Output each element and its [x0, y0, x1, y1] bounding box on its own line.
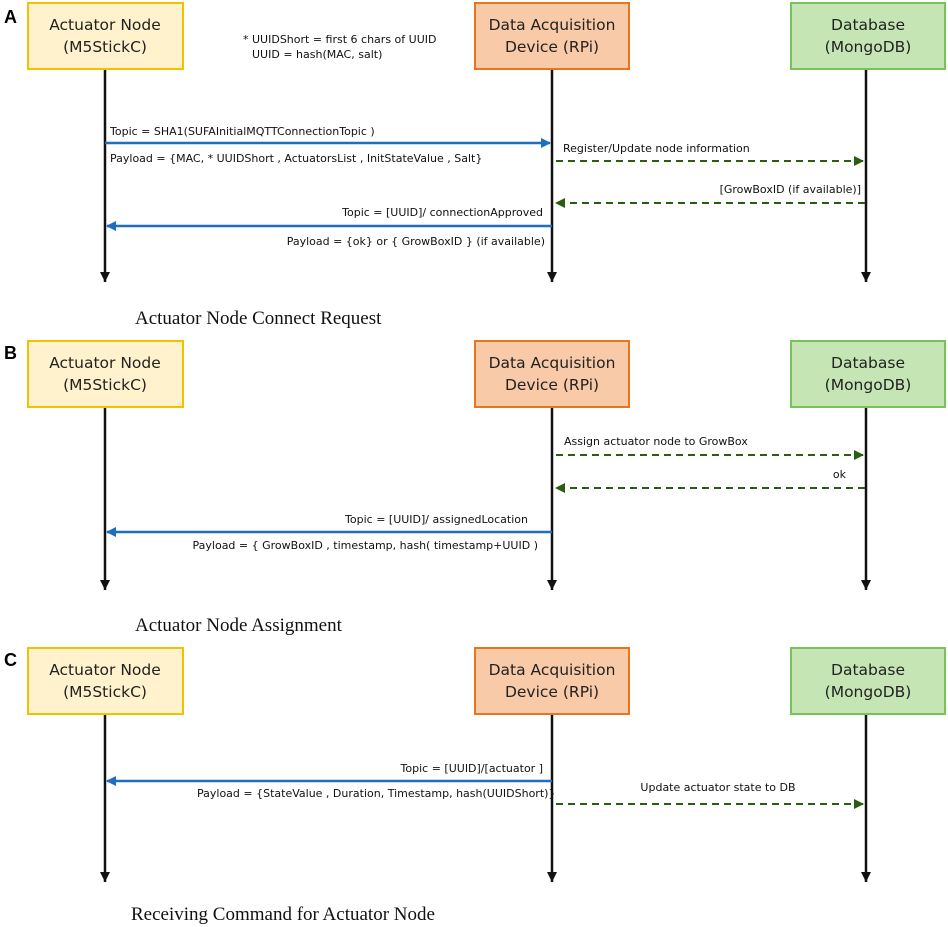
actor-label-line1: Data Acquisition [489, 354, 616, 372]
actor-box-daq [474, 340, 630, 408]
message-label: Assign actuator node to GrowBox [564, 435, 748, 448]
actor-label-line1: Database [831, 16, 905, 34]
actor-label-line1: Actuator Node [49, 661, 161, 679]
note-line: * UUIDShort = first 6 chars of UUID [243, 33, 436, 46]
actor-box-db [790, 340, 946, 408]
panel-c: C Actuator Node (M5StickC) Data Acquisit… [4, 647, 946, 925]
actor-label-line2: (M5StickC) [63, 38, 147, 56]
message-label: [GrowBoxID (if available)] [720, 183, 861, 196]
actor-label-line2: (M5StickC) [63, 376, 147, 394]
panel-caption: Receiving Command for Actuator Node [131, 904, 435, 925]
actor-label-line2: Device (RPi) [505, 38, 599, 56]
panel-caption: Actuator Node Assignment [135, 615, 343, 636]
panel-b: B Actuator Node (M5StickC) Data Acquisit… [4, 340, 946, 636]
actor-label-line1: Actuator Node [49, 354, 161, 372]
panel-caption: Actuator Node Connect Request [135, 308, 382, 329]
actor-label-line1: Actuator Node [49, 16, 161, 34]
actor-label-line2: (M5StickC) [63, 683, 147, 701]
message-label: Update actuator state to DB [640, 781, 795, 794]
message-payload: Payload = {StateValue , Duration, Timest… [197, 787, 555, 800]
message-label: ok [833, 468, 847, 481]
actor-label-line1: Database [831, 354, 905, 372]
message-topic: Topic = SHA1(SUFAInitialMQTTConnectionTo… [109, 125, 375, 138]
actor-label-line1: Database [831, 661, 905, 679]
actor-label-line2: (MongoDB) [825, 38, 912, 56]
actor-label-line1: Data Acquisition [489, 16, 616, 34]
actor-box-actuator [27, 340, 184, 408]
message-payload: Payload = {ok} or { GrowBoxID } (if avai… [287, 235, 545, 248]
actor-label-line1: Data Acquisition [489, 661, 616, 679]
message-topic: Topic = [UUID]/[actuator ] [400, 762, 543, 775]
panel-letter: C [4, 650, 17, 670]
message-label: Register/Update node information [563, 142, 750, 155]
actor-label-line2: Device (RPi) [505, 376, 599, 394]
panel-letter: A [4, 7, 17, 27]
message-topic: Topic = [UUID]/ assignedLocation [344, 513, 528, 526]
message-topic: Topic = [UUID]/ connectionApproved [341, 206, 543, 219]
panel-letter: B [4, 343, 17, 363]
actor-box-actuator [27, 647, 184, 715]
message-payload: Payload = {MAC, * UUIDShort , ActuatorsL… [110, 152, 482, 165]
actor-box-db [790, 2, 946, 70]
actor-box-db [790, 647, 946, 715]
note-line: UUID = hash(MAC, salt) [252, 48, 382, 61]
actor-box-daq [474, 2, 630, 70]
actor-box-daq [474, 647, 630, 715]
message-payload: Payload = { GrowBoxID , timestamp, hash(… [193, 539, 538, 552]
actor-label-line2: (MongoDB) [825, 376, 912, 394]
panel-a: A Actuator Node (M5StickC) Data Acquisit… [4, 2, 946, 329]
actor-box-actuator [27, 2, 184, 70]
actor-label-line2: Device (RPi) [505, 683, 599, 701]
actor-label-line2: (MongoDB) [825, 683, 912, 701]
